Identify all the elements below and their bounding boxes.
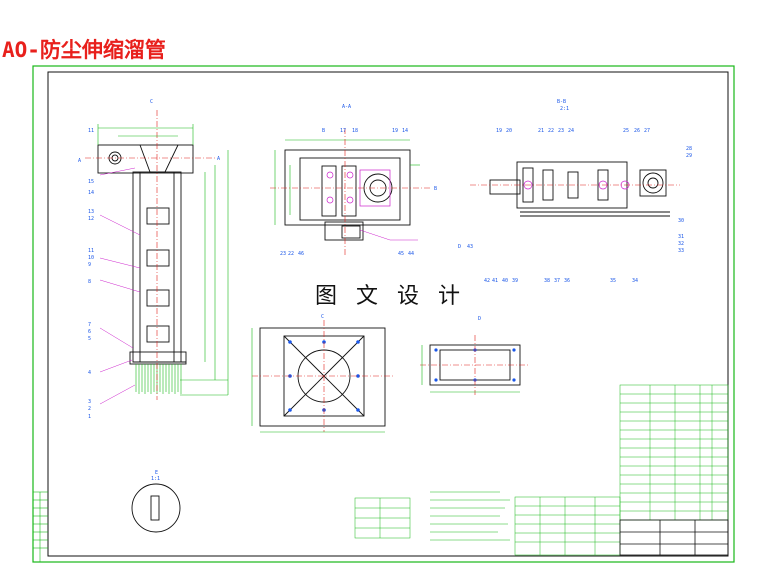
svg-text:21: 21 bbox=[538, 128, 544, 134]
detail-e-labels: E 1:1 bbox=[151, 470, 160, 482]
svg-text:A: A bbox=[78, 158, 81, 164]
svg-text:B: B bbox=[434, 186, 437, 192]
svg-text:38: 38 bbox=[544, 278, 550, 284]
svg-text:41: 41 bbox=[492, 278, 498, 284]
svg-text:11: 11 bbox=[88, 128, 94, 134]
svg-text:40: 40 bbox=[502, 278, 508, 284]
main-elevation-leaders bbox=[99, 167, 141, 405]
view-c-centerlines bbox=[252, 320, 395, 432]
section-a-a-title: A-A bbox=[342, 104, 351, 110]
left-margin-binding-strip bbox=[33, 491, 48, 562]
svg-text:29: 29 bbox=[686, 153, 692, 159]
svg-text:12: 12 bbox=[88, 216, 94, 222]
svg-text:4: 4 bbox=[88, 370, 91, 376]
section-a-a-note-leader bbox=[359, 229, 418, 241]
svg-text:32: 32 bbox=[678, 241, 684, 247]
svg-text:22: 22 bbox=[288, 251, 294, 257]
svg-text:24: 24 bbox=[568, 128, 574, 134]
svg-text:15: 15 bbox=[88, 179, 94, 185]
section-b-b-scale: 2:1 bbox=[560, 106, 569, 112]
svg-text:3: 3 bbox=[88, 399, 91, 405]
svg-text:31: 31 bbox=[678, 234, 684, 240]
svg-text:20: 20 bbox=[506, 128, 512, 134]
svg-text:19: 19 bbox=[496, 128, 502, 134]
svg-text:D: D bbox=[458, 244, 461, 250]
svg-text:30: 30 bbox=[678, 218, 684, 224]
view-d-centerlines bbox=[420, 335, 530, 395]
section-a-a-centerlines bbox=[270, 128, 430, 255]
view-d-label: D bbox=[478, 316, 481, 322]
svg-text:22: 22 bbox=[548, 128, 554, 134]
svg-text:2: 2 bbox=[88, 406, 91, 412]
svg-text:5: 5 bbox=[88, 336, 91, 342]
main-elevation-dimensions bbox=[97, 124, 229, 396]
detail-e-view bbox=[131, 483, 181, 533]
svg-text:8: 8 bbox=[88, 279, 91, 285]
title-block bbox=[619, 519, 729, 556]
svg-text:35: 35 bbox=[610, 278, 616, 284]
svg-text:44: 44 bbox=[408, 251, 414, 257]
svg-text:23: 23 bbox=[280, 251, 286, 257]
svg-text:9: 9 bbox=[88, 262, 91, 268]
svg-text:C: C bbox=[150, 99, 153, 105]
page-title: AO-防尘伸缩溜管 bbox=[2, 38, 166, 62]
inner-frame bbox=[47, 71, 729, 557]
svg-text:42: 42 bbox=[484, 278, 490, 284]
svg-text:27: 27 bbox=[644, 128, 650, 134]
svg-text:14: 14 bbox=[402, 128, 408, 134]
svg-text:46: 46 bbox=[298, 251, 304, 257]
section-b-b-view bbox=[489, 161, 670, 217]
bill-of-materials-lower-table bbox=[514, 496, 621, 556]
svg-text:14: 14 bbox=[88, 190, 94, 196]
svg-text:33: 33 bbox=[678, 248, 684, 254]
section-a-a-view bbox=[284, 149, 411, 241]
view-c-bolts bbox=[288, 340, 360, 412]
svg-text:39: 39 bbox=[512, 278, 518, 284]
svg-text:45: 45 bbox=[398, 251, 404, 257]
view-d-dimensions bbox=[421, 345, 520, 393]
svg-text:B: B bbox=[322, 128, 325, 134]
svg-text:23: 23 bbox=[558, 128, 564, 134]
outer-frame bbox=[32, 65, 735, 563]
material-note-table bbox=[354, 497, 411, 539]
svg-text:7: 7 bbox=[88, 322, 91, 328]
svg-text:1: 1 bbox=[88, 414, 91, 420]
svg-text:43: 43 bbox=[467, 244, 473, 250]
view-c-label: C bbox=[321, 314, 324, 320]
svg-text:34: 34 bbox=[632, 278, 638, 284]
main-elevation-brush-skirt bbox=[135, 364, 182, 394]
svg-text:19: 19 bbox=[392, 128, 398, 134]
svg-text:28: 28 bbox=[686, 146, 692, 152]
technical-notes-block bbox=[430, 491, 510, 541]
detail-e-title: E bbox=[155, 470, 158, 476]
svg-text:11: 11 bbox=[88, 248, 94, 254]
svg-text:17: 17 bbox=[340, 128, 346, 134]
bill-of-materials-table bbox=[619, 384, 729, 521]
svg-text:13: 13 bbox=[88, 209, 94, 215]
svg-text:25: 25 bbox=[623, 128, 629, 134]
watermark-text: 图 文 设 计 bbox=[313, 278, 468, 310]
view-c-dimensions bbox=[251, 328, 385, 433]
svg-text:18: 18 bbox=[352, 128, 358, 134]
detail-e-scale: 1:1 bbox=[151, 476, 160, 482]
svg-text:36: 36 bbox=[564, 278, 570, 284]
svg-text:A: A bbox=[217, 156, 220, 162]
svg-text:26: 26 bbox=[634, 128, 640, 134]
section-a-a-dimensions bbox=[274, 139, 420, 225]
main-elevation-view bbox=[97, 144, 194, 365]
svg-text:6: 6 bbox=[88, 329, 91, 335]
section-b-b-title: B-B bbox=[557, 99, 566, 105]
main-elevation-centerlines bbox=[85, 110, 215, 400]
svg-text:10: 10 bbox=[88, 255, 94, 261]
svg-text:37: 37 bbox=[554, 278, 560, 284]
